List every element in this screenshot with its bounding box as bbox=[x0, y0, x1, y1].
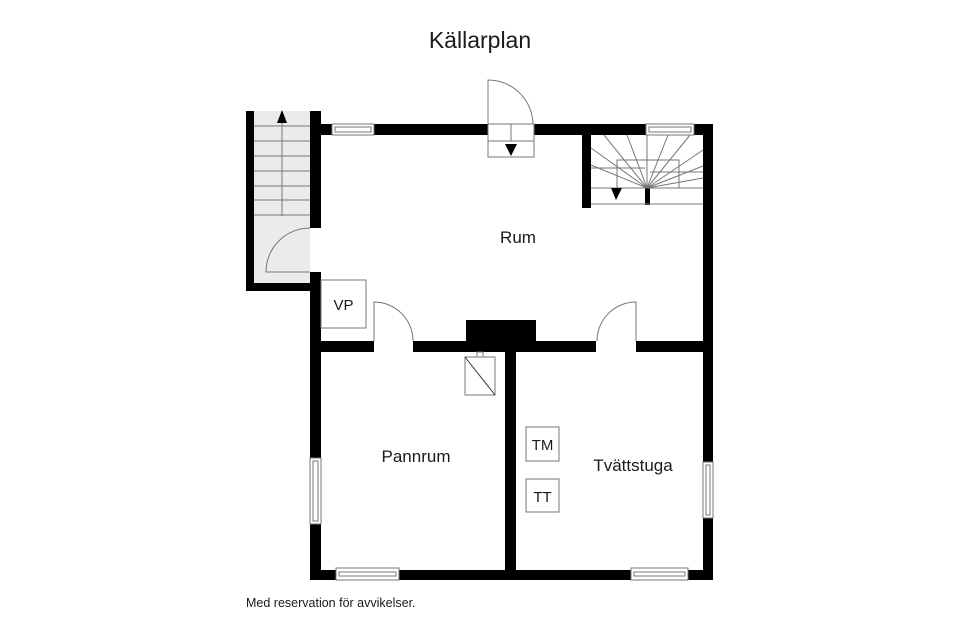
window-bottom-pannrum bbox=[335, 567, 400, 581]
fixtures: VP TM TT bbox=[320, 279, 560, 513]
door-pannrum bbox=[373, 301, 414, 342]
fixture-vp-label: VP bbox=[333, 297, 353, 314]
window-bottom-tvattstuga bbox=[630, 567, 689, 581]
disclaimer-text: Med reservation för avvikelser. bbox=[246, 596, 416, 610]
door-tvattstuga bbox=[596, 301, 637, 342]
fixture-tt-label: TT bbox=[533, 489, 551, 506]
entry-door bbox=[487, 79, 535, 158]
exterior-stair bbox=[254, 110, 311, 283]
fixture-vp-box bbox=[320, 279, 367, 329]
boiler-icon bbox=[464, 351, 496, 396]
stair-up-arrow-icon bbox=[277, 110, 287, 123]
stair-door-swing bbox=[265, 227, 311, 273]
fixture-tm-label: TM bbox=[532, 437, 554, 454]
window-right-tvattstuga bbox=[702, 461, 714, 519]
floor-plan-title: Källarplan bbox=[428, 27, 532, 53]
windows bbox=[309, 123, 714, 581]
room-label-pannrum: Pannrum bbox=[382, 447, 451, 466]
entry-down-arrow-icon bbox=[505, 144, 517, 156]
stair-down-arrow-icon bbox=[611, 188, 622, 200]
window-left-pannrum bbox=[309, 457, 322, 525]
window-top-right bbox=[645, 123, 695, 136]
window-top-left bbox=[331, 123, 375, 136]
interior-stair bbox=[590, 134, 704, 205]
fixture-tt-box bbox=[525, 478, 560, 513]
walls bbox=[246, 111, 713, 580]
fixture-tm-box bbox=[525, 426, 560, 462]
interior-doors bbox=[373, 301, 637, 342]
room-label-rum: Rum bbox=[500, 228, 536, 247]
room-label-tvattstuga: Tvättstuga bbox=[593, 456, 673, 475]
